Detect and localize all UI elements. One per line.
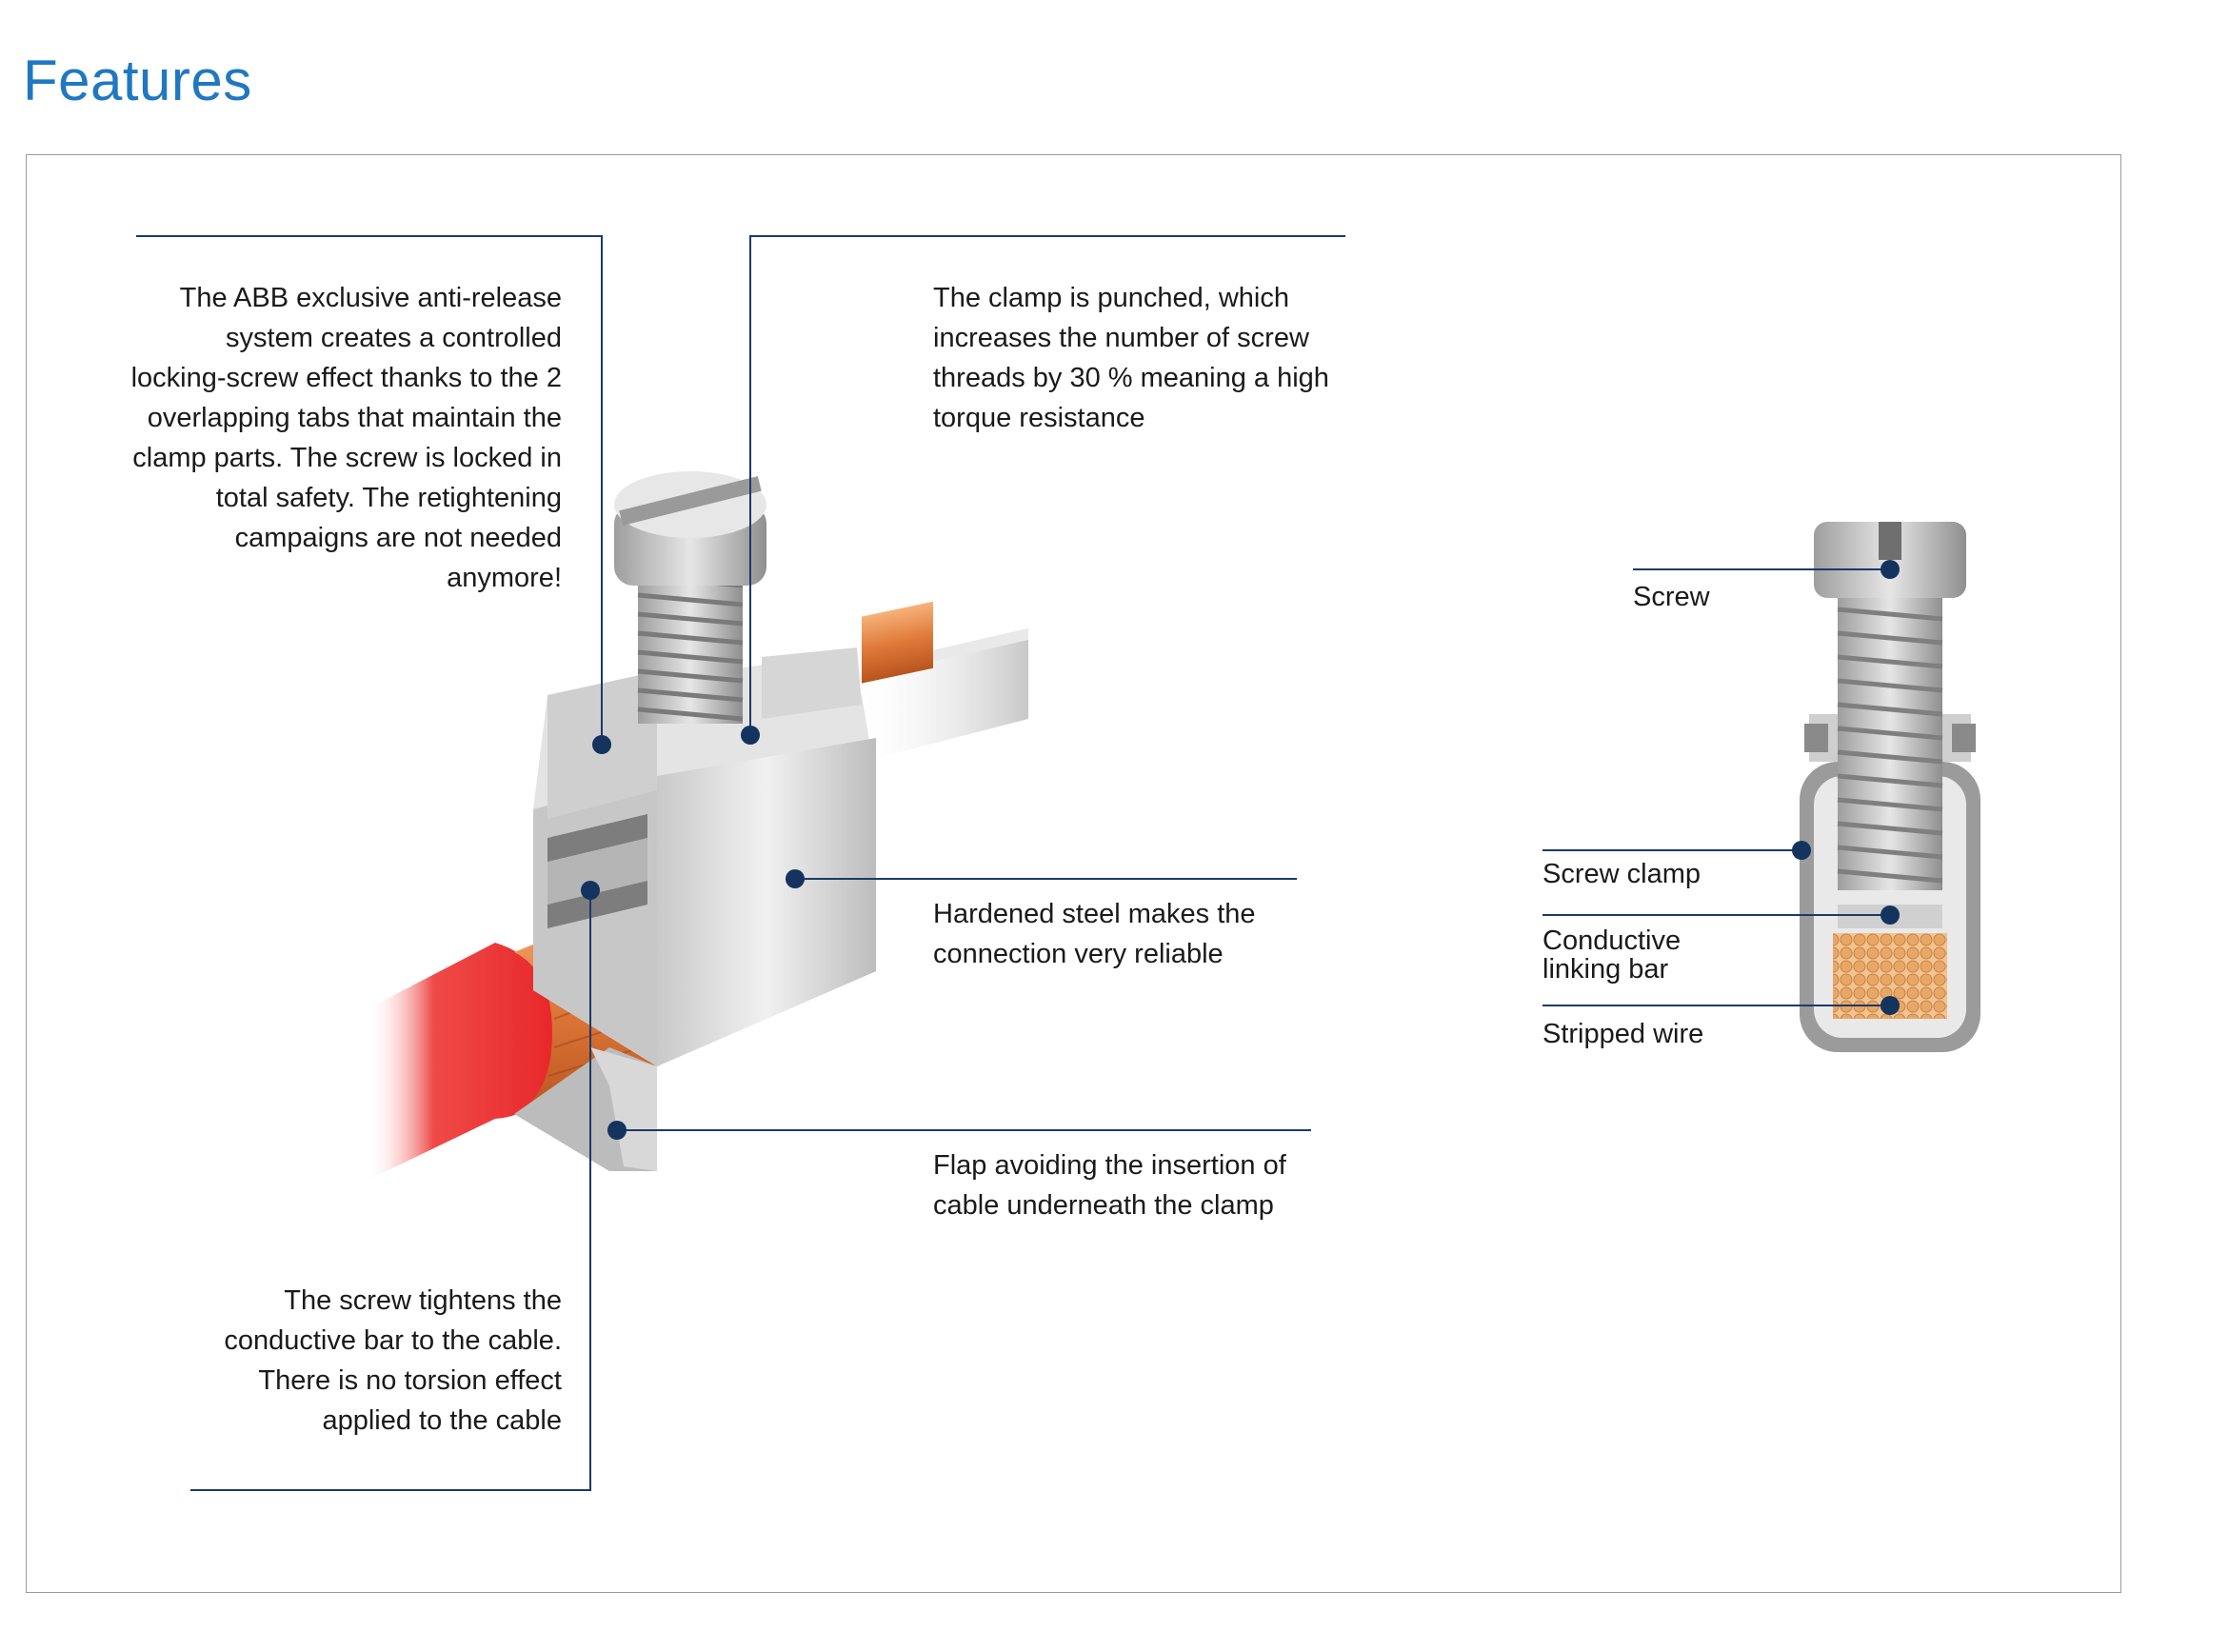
marker-screw-clamp <box>1792 841 1811 860</box>
leader-screw-tightens <box>190 890 591 1491</box>
callout-screw-tightens: The screw tightens the conductive bar to… <box>224 1285 562 1436</box>
marker-punched-clamp <box>741 726 760 745</box>
screw-thread <box>637 562 744 724</box>
copper-stub-back <box>862 601 933 684</box>
callout-anti-release: The ABB exclusive anti-release system cr… <box>130 283 562 593</box>
screw-head <box>614 471 766 586</box>
cross-section-illustration <box>1800 522 1980 1052</box>
label-conductive-bar-line2: linking bar <box>1542 954 1669 985</box>
callout-hardened-steel: Hardened steel makes the connection very… <box>933 899 1256 969</box>
leader-anti-release <box>136 235 603 745</box>
figure-frame <box>26 154 2121 1593</box>
marker-anti-release <box>592 735 611 754</box>
leader-punched-clamp <box>749 235 1345 735</box>
label-screw: Screw <box>1633 582 1710 612</box>
callout-punched-clamp: The clamp is punched, which increases th… <box>933 283 1329 433</box>
marker-hardened-steel <box>786 869 805 888</box>
callout-flap: Flap avoiding the insertion of cable und… <box>933 1150 1286 1221</box>
marker-stripped-wire <box>1881 996 1900 1015</box>
label-stripped-wire: Stripped wire <box>1542 1019 1704 1049</box>
marker-conductive-bar <box>1881 906 1900 925</box>
marker-dots <box>581 560 1900 1140</box>
marker-flap <box>607 1121 627 1140</box>
marker-screw-tightens <box>581 881 600 900</box>
leader-lines <box>136 235 1890 1491</box>
cable-insulation <box>367 943 557 1181</box>
marker-screw <box>1881 560 1900 579</box>
label-conductive-bar-line1: Conductive <box>1542 926 1682 956</box>
label-screw-clamp: Screw clamp <box>1542 859 1701 889</box>
page-title: Features <box>23 49 252 112</box>
